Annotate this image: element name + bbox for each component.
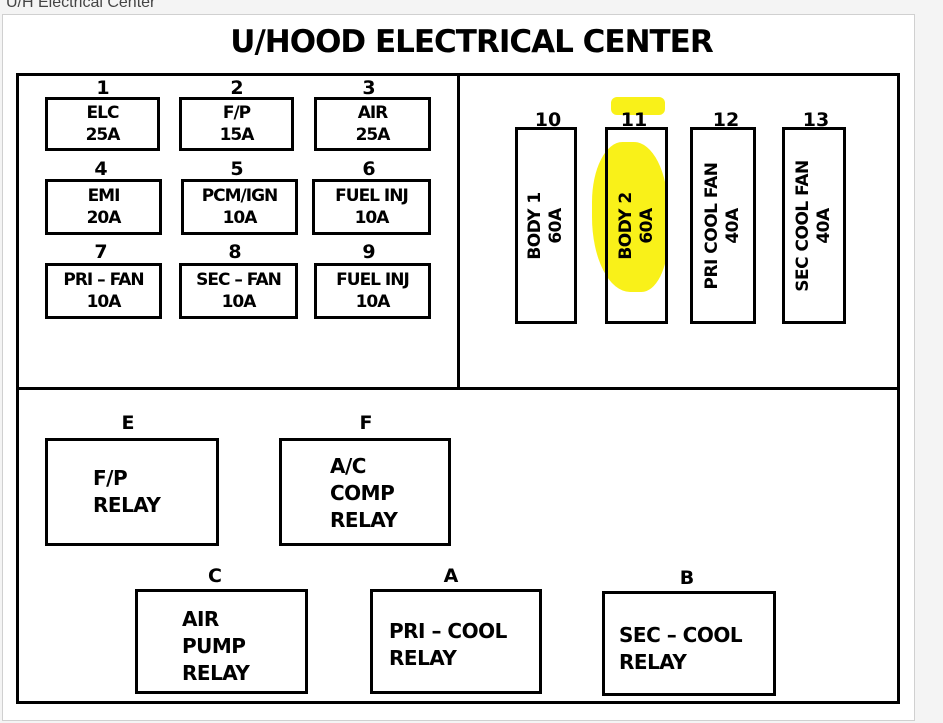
relay-letter-f: F	[359, 412, 373, 434]
maxi-fuse-name-10: BODY 1	[525, 191, 545, 260]
fuse-amp-8: 10A	[221, 292, 257, 312]
fuse-amp-9: 10A	[355, 292, 391, 312]
relay-c: AIR PUMP RELAY	[135, 589, 308, 694]
maxi-fuse-amp-11: 60A	[636, 207, 657, 244]
fuse-7: PRI – FAN 10A	[45, 263, 162, 319]
diagram-title: U/HOOD ELECTRICAL CENTER	[230, 24, 713, 60]
maxi-fuse-number-11: 11	[620, 109, 648, 131]
relay-a-line-1: PRI – COOL	[389, 619, 507, 643]
fuse-name-9: FUEL INJ	[336, 270, 410, 290]
maxi-fuse-amp-10: 60A	[546, 207, 566, 244]
fuse-name-7: PRI – FAN	[63, 270, 144, 290]
fuse-number-5: 5	[230, 158, 244, 180]
relay-a: PRI – COOL RELAY	[370, 589, 542, 694]
relay-c-line-2: PUMP	[182, 634, 246, 658]
relay-a-line-2: RELAY	[389, 646, 457, 670]
fuse-number-9: 9	[362, 241, 376, 263]
fuse-amp-4: 20A	[86, 208, 122, 228]
relay-e-line-1: F/P	[93, 466, 128, 490]
fuse-number-6: 6	[362, 158, 376, 180]
relay-f-line-3: RELAY	[330, 508, 398, 532]
maxi-fuse-name-11: BODY 2	[615, 191, 636, 260]
fuse-number-3: 3	[362, 77, 376, 99]
fuse-name-6: FUEL INJ	[335, 186, 409, 206]
relay-letter-e: E	[121, 412, 135, 434]
relay-b-line-1: SEC – COOL	[619, 623, 743, 647]
fuse-name-1: ELC	[86, 103, 120, 123]
fuse-8: SEC – FAN 10A	[179, 263, 298, 319]
highlight-marker	[592, 142, 668, 292]
highlight-marker-top	[611, 97, 665, 115]
relay-f: A/C COMP RELAY	[279, 438, 451, 546]
relay-letter-c: C	[208, 565, 222, 587]
fuse-amp-6: 10A	[354, 208, 390, 228]
fuse-3: AIR 25A	[314, 97, 431, 151]
relay-e-line-2: RELAY	[93, 493, 161, 517]
maxi-fuse-name-13: SEC COOL FAN	[793, 159, 813, 292]
relay-letter-b: B	[679, 567, 695, 589]
fuse-number-8: 8	[228, 241, 242, 263]
fuse-1: ELC 25A	[45, 97, 160, 151]
fuse-name-8: SEC – FAN	[196, 270, 282, 290]
fuse-name-5: PCM/IGN	[201, 186, 279, 206]
maxi-fuse-13: SEC COOL FAN 40A	[782, 127, 846, 324]
maxi-fuse-11: BODY 2 60A	[605, 127, 668, 324]
fuse-6: FUEL INJ 10A	[312, 179, 431, 235]
fuse-amp-1: 25A	[85, 125, 121, 145]
fuse-number-4: 4	[94, 158, 108, 180]
fuse-number-2: 2	[230, 77, 244, 99]
fuse-section-divider	[457, 73, 460, 389]
maxi-fuse-number-12: 12	[712, 109, 740, 131]
fuse-name-2: F/P	[222, 103, 251, 123]
maxi-fuse-amp-12: 40A	[723, 207, 743, 244]
fuse-number-1: 1	[96, 77, 110, 99]
relay-f-line-2: COMP	[330, 481, 395, 505]
fuse-amp-7: 10A	[86, 292, 122, 312]
maxi-fuse-number-10: 10	[534, 109, 562, 131]
maxi-fuse-number-13: 13	[802, 109, 830, 131]
fuse-amp-5: 10A	[222, 208, 258, 228]
fuse-9: FUEL INJ 10A	[314, 263, 431, 319]
relay-c-line-1: AIR	[182, 607, 219, 631]
maxi-fuse-12: PRI COOL FAN 40A	[690, 127, 756, 324]
fuse-5: PCM/IGN 10A	[181, 179, 298, 235]
maxi-fuse-name-12: PRI COOL FAN	[702, 162, 722, 289]
relay-e: F/P RELAY	[45, 438, 219, 546]
relay-letter-a: A	[443, 565, 459, 587]
relay-f-line-1: A/C	[330, 454, 366, 478]
fuse-name-4: EMI	[87, 186, 121, 206]
fuse-amp-3: 25A	[355, 125, 391, 145]
maxi-fuse-10: BODY 1 60A	[515, 127, 577, 324]
image-caption: U/H Electrical Center	[6, 0, 156, 11]
fuse-number-7: 7	[94, 241, 108, 263]
fuse-4: EMI 20A	[45, 179, 162, 235]
relay-b: SEC – COOL RELAY	[602, 591, 776, 696]
relay-b-line-2: RELAY	[619, 650, 687, 674]
maxi-fuse-amp-13: 40A	[814, 207, 834, 244]
fuse-2: F/P 15A	[179, 97, 294, 151]
fuse-amp-2: 15A	[219, 125, 255, 145]
fuse-name-3: AIR	[357, 103, 389, 123]
relay-c-line-3: RELAY	[182, 661, 250, 685]
